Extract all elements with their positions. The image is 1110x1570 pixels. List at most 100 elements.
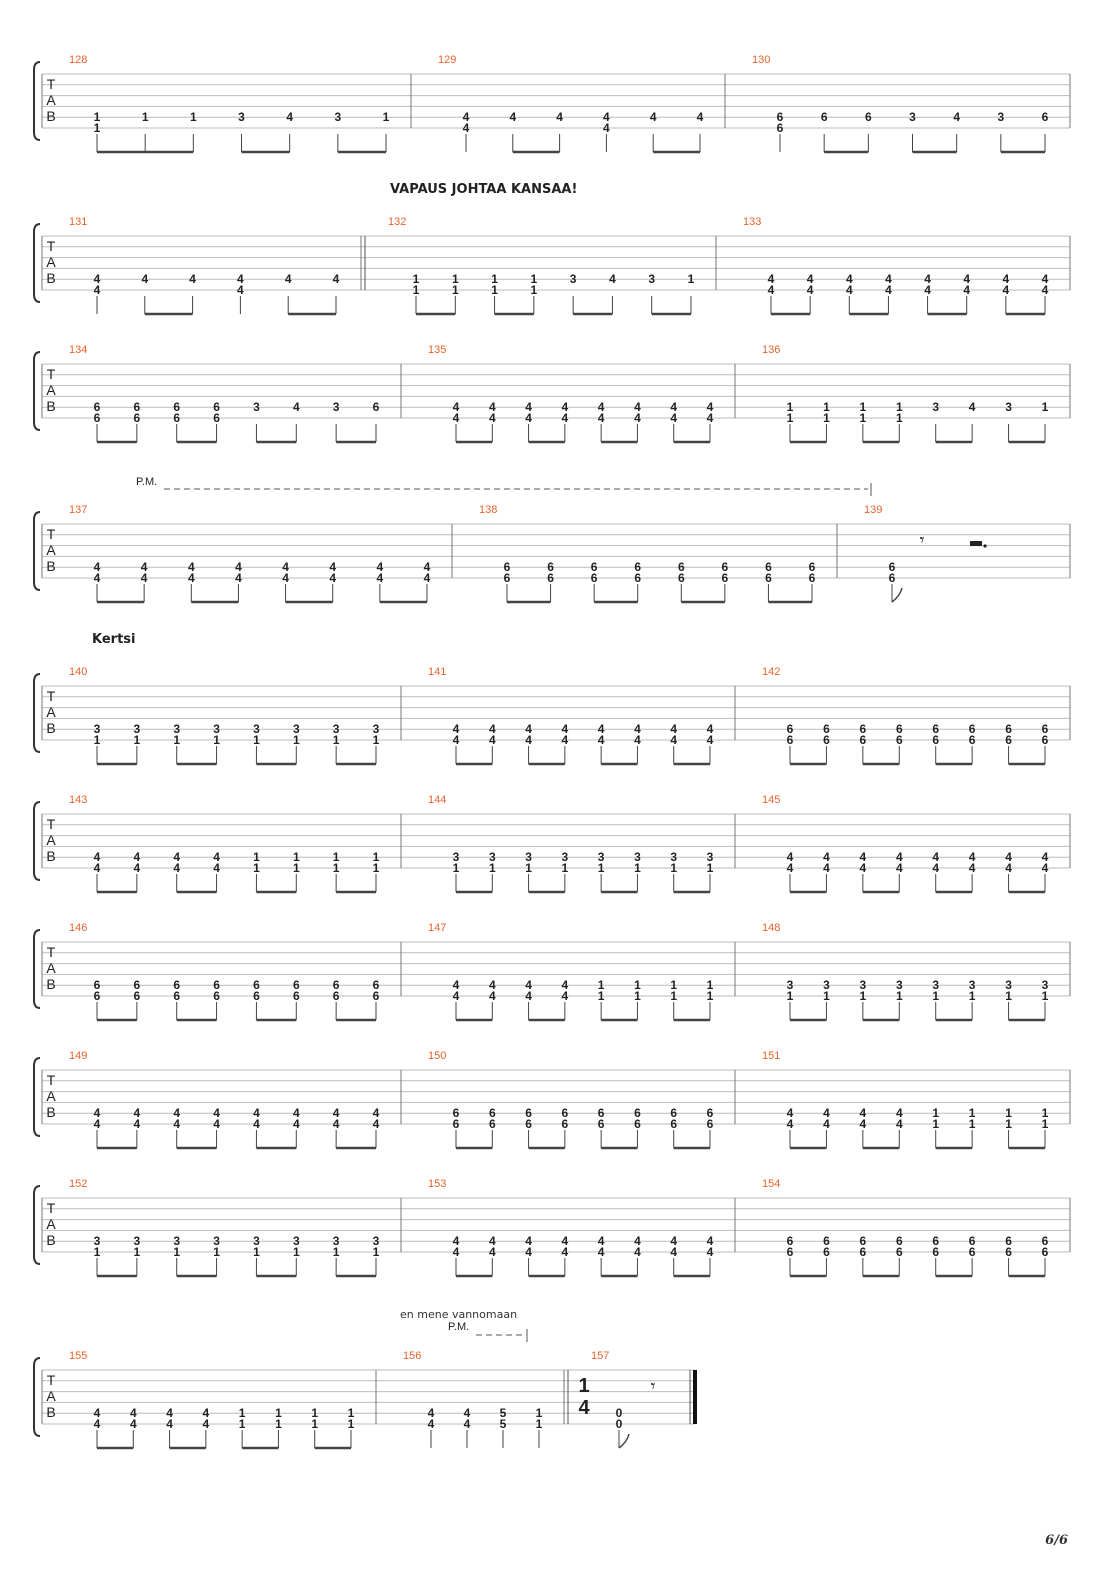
fret-number: 4 (707, 733, 714, 747)
fret-number: 6 (678, 571, 685, 585)
fret-number: 1 (293, 1245, 300, 1259)
fret-number: 6 (823, 1245, 830, 1259)
fret-number: 4 (453, 989, 460, 1003)
fret-number: 3 (333, 400, 340, 414)
fret-number: 6 (562, 1117, 569, 1131)
fret-number: 1 (293, 861, 300, 875)
fret-number: 1 (932, 1117, 939, 1131)
fret-number: 4 (293, 1106, 300, 1120)
fret-number: 4 (707, 400, 714, 414)
fret-number: 6 (787, 733, 794, 747)
fret-number: 6 (173, 411, 180, 425)
fret-number: 1 (253, 733, 260, 747)
fret-number: 4 (94, 283, 101, 297)
fret-number: 1 (373, 1245, 380, 1259)
fret-number: 4 (768, 272, 775, 286)
fret-number: 6 (889, 560, 896, 574)
fret-number: 4 (787, 1117, 794, 1131)
fret-number: 4 (489, 733, 496, 747)
fret-number: 1 (787, 400, 794, 414)
fret-number: 1 (275, 1417, 282, 1431)
fret-number: 1 (1005, 989, 1012, 1003)
fret-number: 4 (329, 571, 336, 585)
fret-number: 4 (293, 1117, 300, 1131)
fret-number: 4 (787, 861, 794, 875)
fret-number: 4 (609, 272, 616, 286)
system-bracket (33, 351, 41, 431)
fret-number: 4 (282, 560, 289, 574)
fret-number: 4 (823, 861, 830, 875)
fret-number: 1 (598, 861, 605, 875)
fret-number: 1 (348, 1417, 355, 1431)
fret-number: 3 (489, 850, 496, 864)
bar-number: 135 (428, 344, 446, 356)
bar-number: 147 (428, 922, 446, 934)
fret-number: 4 (603, 110, 610, 124)
fret-number: 6 (213, 400, 220, 414)
fret-number: 6 (253, 989, 260, 1003)
fret-number: 6 (373, 989, 380, 1003)
system-bracket (33, 1357, 41, 1437)
fret-number: 1 (860, 411, 867, 425)
fret-number: 4 (603, 121, 610, 135)
fret-number: 6 (489, 1106, 496, 1120)
bar-number: 150 (428, 1050, 446, 1062)
fret-number: 3 (293, 1234, 300, 1248)
fret-number: 6 (504, 571, 511, 585)
fret-number: 3 (648, 272, 655, 286)
fret-number: 3 (707, 850, 714, 864)
fret-number: 4 (489, 411, 496, 425)
fret-number: 4 (963, 272, 970, 286)
fret-number: 4 (598, 733, 605, 747)
fret-number: 4 (525, 1234, 532, 1248)
fret-number: 4 (94, 1106, 101, 1120)
bar-number: 157 (591, 1350, 609, 1362)
fret-number: 6 (1042, 1245, 1049, 1259)
fret-number: 6 (562, 1106, 569, 1120)
fret-number: 4 (969, 861, 976, 875)
fret-number: 4 (1042, 272, 1049, 286)
tab-clef-letter: B (46, 720, 55, 736)
fret-number: 4 (203, 1406, 210, 1420)
fret-number: 1 (536, 1417, 543, 1431)
fret-number: 6 (969, 722, 976, 736)
fret-number: 4 (598, 400, 605, 414)
fret-number: 4 (130, 1417, 137, 1431)
tab-clef-letter: A (46, 254, 56, 270)
fret-number: 1 (707, 989, 714, 1003)
fret-number: 4 (285, 272, 292, 286)
fret-number: 3 (453, 850, 460, 864)
fret-number: 4 (1003, 272, 1010, 286)
fret-number: 3 (213, 722, 220, 736)
bar-number: 139 (864, 504, 882, 516)
bar-number: 136 (762, 344, 780, 356)
fret-number: 6 (173, 989, 180, 1003)
fret-number: 4 (333, 1106, 340, 1120)
fret-number: 6 (969, 733, 976, 747)
fret-number: 4 (670, 722, 677, 736)
fret-number: 6 (932, 733, 939, 747)
fret-number: 1 (823, 400, 830, 414)
fret-number: 1 (253, 861, 260, 875)
bar-number: 148 (762, 922, 780, 934)
bar-number: 131 (69, 216, 87, 228)
fret-number: 4 (286, 110, 293, 124)
fret-number: 4 (670, 733, 677, 747)
fret-number: 6 (860, 1245, 867, 1259)
fret-number: 1 (707, 978, 714, 992)
fret-number: 4 (562, 733, 569, 747)
fret-number: 3 (253, 722, 260, 736)
fret-number: 3 (909, 110, 916, 124)
fret-number: 1 (373, 733, 380, 747)
fret-number: 6 (932, 1245, 939, 1259)
fret-number: 4 (634, 722, 641, 736)
fret-number: 1 (896, 989, 903, 1003)
fret-number: 1 (634, 989, 641, 1003)
fret-number: 1 (634, 978, 641, 992)
fret-number: 4 (94, 1406, 101, 1420)
fret-number: 4 (235, 571, 242, 585)
fret-number: 1 (969, 1117, 976, 1131)
fret-number: 0 (616, 1417, 623, 1431)
fret-number: 3 (1042, 978, 1049, 992)
